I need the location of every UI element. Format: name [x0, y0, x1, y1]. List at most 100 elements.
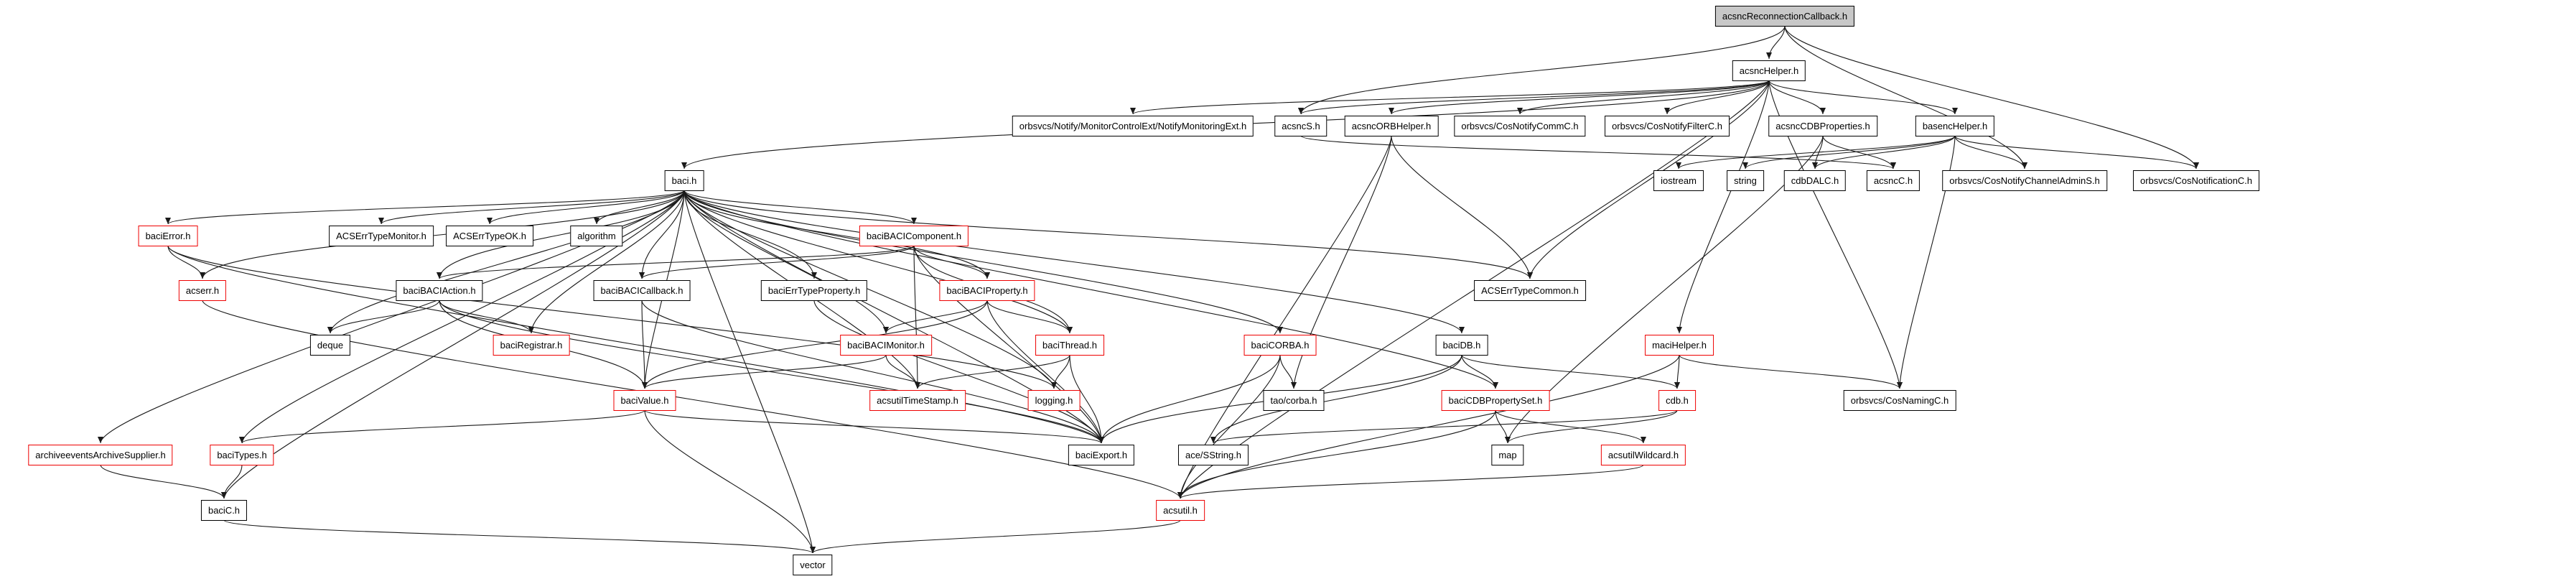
edge-basenc-cosnotification	[1954, 135, 2199, 170]
edge-bacicomponent-bacicallback	[639, 245, 915, 279]
graph-node-bacierror[interactable]: baciError.h	[138, 226, 198, 246]
edge-bacierror-acserr	[167, 245, 205, 279]
graph-node-sstring: ace/SString.h	[1177, 445, 1249, 465]
edge-bacicorba-taocorba	[1279, 354, 1297, 389]
graph-node-bacitypes[interactable]: baciTypes.h	[210, 445, 274, 465]
graph-node-acserrok[interactable]: ACSErrTypeOK.h	[446, 226, 533, 246]
edge-baci-baciproperty	[683, 190, 990, 279]
graph-node-archive[interactable]: archiveeventsArchiveSupplier.h	[28, 445, 173, 465]
edge-acserr-acsutil	[202, 300, 1183, 499]
edge-baciproperty-bacithread	[986, 300, 1073, 334]
edge-bacicomponent-baciaction	[437, 245, 915, 279]
graph-node-baciproperty[interactable]: baciBACIProperty.h	[939, 280, 1035, 301]
edge-bacicomponent-baciproperty	[913, 245, 990, 279]
edge-bacic-vectorh	[223, 519, 816, 554]
graph-node-acserrmon[interactable]: ACSErrTypeMonitor.h	[329, 226, 434, 246]
edge-baci-acserrmon	[378, 190, 685, 225]
graph-node-bacithread[interactable]: baciThread.h	[1035, 335, 1104, 356]
edge-baciproperty-bacimonitor	[883, 300, 988, 334]
graph-node-baciaction[interactable]: baciBACIAction.h	[396, 280, 483, 301]
edge-cdbprops-maph	[1505, 135, 1824, 444]
edge-bacierror-baciexport	[167, 245, 1104, 444]
edge-bacicallback-baciexport	[641, 300, 1104, 444]
edge-cdbpropset-wildcard	[1495, 409, 1646, 444]
edge-acsncs-acsncc	[1300, 135, 1896, 170]
graph-node-cdbprops[interactable]: acsncCDBProperties.h	[1768, 116, 1877, 136]
edge-baci-bacierror	[165, 190, 685, 225]
edge-helper-cdbprops	[1768, 80, 1826, 115]
graph-node-bacicomponent[interactable]: baciBACIComponent.h	[859, 226, 969, 246]
graph-node-bacicallback[interactable]: baciBACICallback.h	[593, 280, 691, 301]
graph-node-timestamp[interactable]: acsutilTimeStamp.h	[869, 390, 966, 411]
edge-macihelper-cdbh	[1674, 354, 1681, 389]
graph-node-logging[interactable]: logging.h	[1027, 390, 1081, 411]
graph-node-bacidb[interactable]: baciDB.h	[1435, 335, 1488, 356]
edge-bacithread-logging	[1051, 354, 1070, 389]
edge-baci-bacidb	[683, 190, 1465, 334]
graph-node-helper[interactable]: acsncHelper.h	[1732, 60, 1806, 81]
edge-helper-orbhelper	[1389, 80, 1770, 115]
graph-node-stringh: string	[1727, 170, 1764, 191]
graph-node-cosadmin: orbsvcs/CosNotifyChannelAdminS.h	[1942, 170, 2107, 191]
edge-basenc-iostream	[1676, 135, 1956, 170]
edge-acsutil-vectorh	[810, 519, 1181, 554]
graph-node-bacivalue[interactable]: baciValue.h	[613, 390, 676, 411]
edge-orbhelper-taocorba	[1291, 135, 1392, 389]
edge-baci-acserr	[200, 190, 685, 279]
edge-bacicallback-bacivalue	[641, 300, 648, 389]
edge-baci-dequeh	[327, 190, 685, 334]
graph-node-vectorh: vector	[793, 555, 833, 575]
graph-node-cosnotifycomm: orbsvcs/CosNotifyCommC.h	[1454, 116, 1586, 136]
edge-baci-logging	[683, 190, 1057, 389]
edge-basenc-stringh	[1742, 135, 1956, 170]
edge-macihelper-acsutil	[1177, 354, 1680, 499]
edge-basenc-cosnaming	[1897, 135, 1956, 389]
edge-baci-archive	[98, 190, 685, 444]
edge-baci-baciregistrar	[528, 190, 685, 334]
graph-node-cdbpropset[interactable]: baciCDBPropertySet.h	[1441, 390, 1550, 411]
graph-node-bacic[interactable]: baciC.h	[200, 500, 248, 521]
edge-helper-acserrcommon	[1527, 80, 1770, 279]
graph-node-bacimonitor[interactable]: baciBACIMonitor.h	[840, 335, 932, 356]
graph-node-orbhelper[interactable]: acsncORBHelper.h	[1344, 116, 1439, 136]
graph-node-cdbh[interactable]: cdb.h	[1658, 390, 1696, 411]
graph-node-dequeh: deque	[309, 335, 351, 356]
graph-node-baci[interactable]: baci.h	[664, 170, 704, 191]
graph-node-basenc[interactable]: basencHelper.h	[1915, 116, 1995, 136]
edge-bacithread-timestamp	[915, 354, 1070, 389]
graph-node-acserr[interactable]: acserr.h	[178, 280, 227, 301]
edge-baciproperty-bacivalue	[642, 300, 988, 389]
edge-helper-cosnotifyfilter	[1664, 80, 1770, 115]
edge-bacicomponent-timestamp	[913, 245, 920, 389]
edge-bacicomponent-baciexport	[913, 245, 1104, 444]
graph-node-acsncc[interactable]: acsncC.h	[1866, 170, 1921, 191]
edge-bacidb-cdbpropset	[1461, 354, 1498, 389]
graph-node-cdbdalc[interactable]: cdbDALC.h	[1783, 170, 1847, 191]
graph-node-baciregistrar[interactable]: baciRegistrar.h	[493, 335, 570, 356]
edge-baciaction-dequeh	[327, 300, 440, 334]
graph-node-acserrcommon[interactable]: ACSErrTypeCommon.h	[1474, 280, 1586, 301]
edge-orbhelper-acsutil	[1177, 135, 1392, 499]
edge-baci-bacicomponent	[683, 190, 917, 225]
graph-node-baciexport[interactable]: baciExport.h	[1068, 445, 1135, 465]
graph-node-notifyext: orbsvcs/Notify/MonitorControlExt/NotifyM…	[1012, 116, 1254, 136]
graph-node-acsutil[interactable]: acsutil.h	[1156, 500, 1205, 521]
graph-node-maph: map	[1491, 445, 1524, 465]
edge-baciaction-baciregistrar	[439, 300, 534, 334]
graph-node-wildcard[interactable]: acsutilWildcard.h	[1600, 445, 1686, 465]
edge-bacierrprop-baciexport	[813, 300, 1104, 444]
graph-node-acsncs[interactable]: acsncS.h	[1274, 116, 1327, 136]
edge-bacidb-sstring	[1210, 354, 1462, 444]
edge-macihelper-cosnaming	[1679, 354, 1903, 389]
graph-node-bacicorba[interactable]: baciCORBA.h	[1243, 335, 1317, 356]
graph-node-macihelper[interactable]: maciHelper.h	[1645, 335, 1714, 356]
graph-node-bacierrprop[interactable]: baciErrTypeProperty.h	[760, 280, 868, 301]
edge-baci-bacic	[221, 190, 685, 499]
edge-baci-vectorh	[683, 190, 816, 554]
graph-node-cosnotifyfilter: orbsvcs/CosNotifyFilterC.h	[1605, 116, 1730, 136]
edge-bacivalue-baciexport	[644, 409, 1104, 444]
edge-bacithread-baciexport	[1069, 354, 1104, 444]
graph-node-iostream: iostream	[1653, 170, 1704, 191]
